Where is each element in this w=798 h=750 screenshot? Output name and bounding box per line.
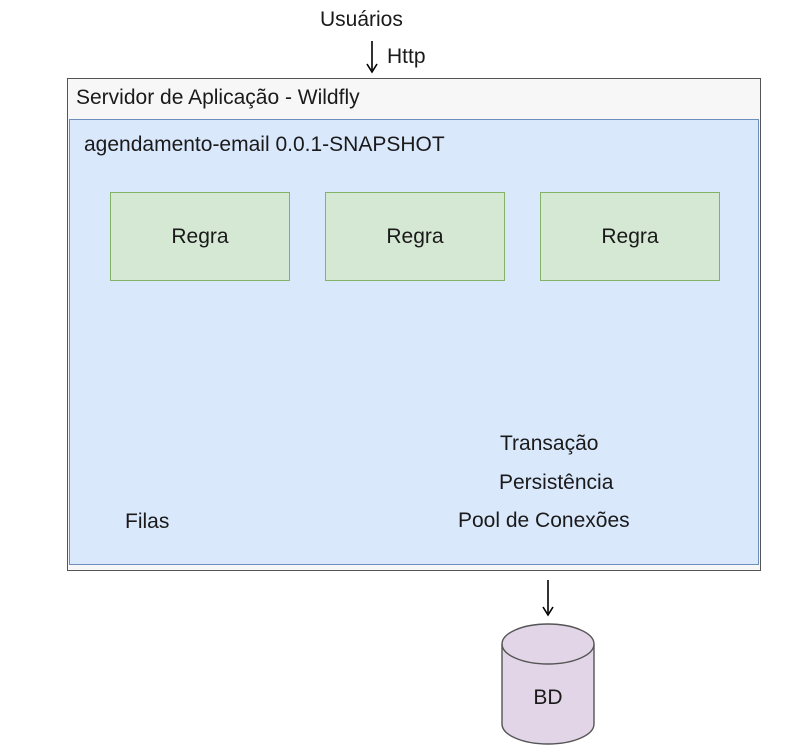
service-pool-conexoes: Pool de Conexões	[458, 509, 630, 532]
users-label: Usuários	[320, 8, 403, 31]
service-persistencia: Persistência	[499, 471, 614, 494]
service-transacao: Transação	[500, 432, 599, 455]
database-cylinder-icon	[501, 623, 595, 745]
module-box	[69, 119, 759, 565]
rule-label: Regra	[171, 224, 229, 248]
rule-label: Regra	[601, 224, 659, 248]
rule-box-1: Regra	[110, 192, 290, 281]
rule-box-3: Regra	[540, 192, 720, 281]
service-filas: Filas	[125, 510, 170, 533]
module-title: agendamento-email 0.0.1-SNAPSHOT	[84, 133, 445, 156]
arrow-down-icon	[542, 580, 554, 617]
database-label: BD	[533, 686, 563, 709]
http-label: Http	[387, 45, 426, 68]
application-server-title: Servidor de Aplicação - Wildfly	[76, 86, 360, 109]
rule-label: Regra	[386, 224, 444, 248]
rule-box-2: Regra	[325, 192, 505, 281]
arrow-down-icon	[366, 41, 378, 74]
